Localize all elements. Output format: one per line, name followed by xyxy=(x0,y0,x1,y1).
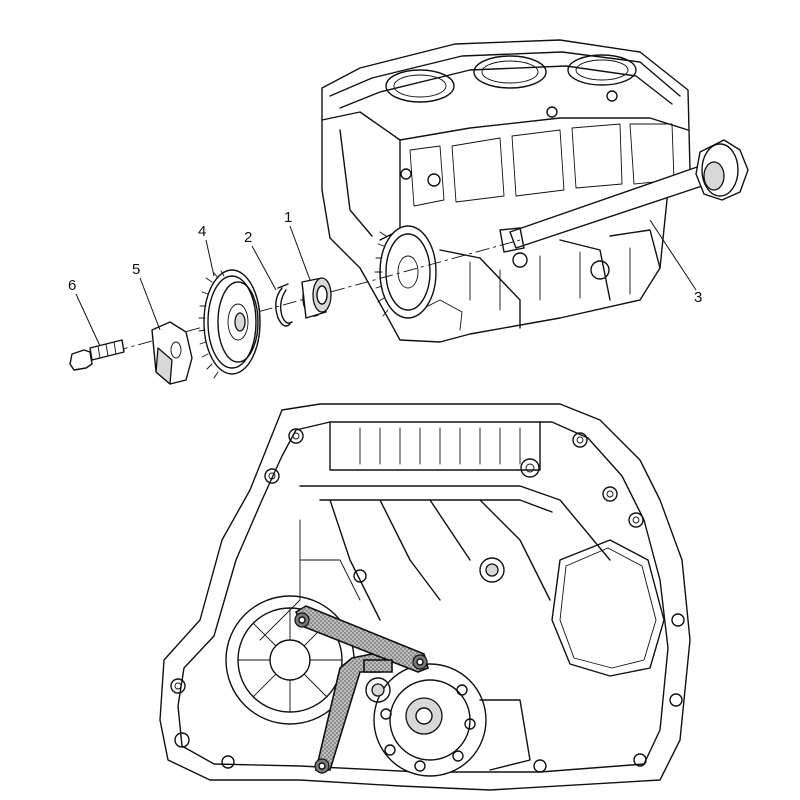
balance-shaft xyxy=(499,139,749,253)
leader-1 xyxy=(289,225,311,281)
lower-hub xyxy=(373,663,531,777)
holding-tool xyxy=(294,605,429,774)
leader-2 xyxy=(251,245,277,291)
part-2-clip xyxy=(275,283,293,327)
leader-5 xyxy=(139,277,161,331)
top-rib-bays xyxy=(299,421,611,561)
leader-6 xyxy=(75,293,101,347)
callout-4: 4 xyxy=(198,223,206,240)
block-front-housing xyxy=(159,403,691,791)
inner-struts xyxy=(259,499,551,641)
callout-6: 6 xyxy=(68,277,76,294)
part-4-gear xyxy=(198,269,261,379)
part-5-washer-plate xyxy=(151,321,193,385)
callout-3: 3 xyxy=(694,289,702,306)
block-sprocket xyxy=(374,225,437,319)
leader-4 xyxy=(205,239,215,277)
right-cavity xyxy=(551,539,665,677)
perimeter-bolt-holes xyxy=(170,428,685,773)
callout-2: 2 xyxy=(244,229,252,246)
part-6-bolt xyxy=(69,339,125,371)
leader-3 xyxy=(649,219,697,291)
part-1-bushing xyxy=(301,277,332,319)
crank-pulley-area xyxy=(225,595,355,725)
engine-block-exploded-view: 1 2 3 4 5 6 xyxy=(68,39,749,385)
callout-1: 1 xyxy=(284,209,292,226)
callout-5: 5 xyxy=(132,261,140,278)
engine-front-view xyxy=(159,403,691,791)
